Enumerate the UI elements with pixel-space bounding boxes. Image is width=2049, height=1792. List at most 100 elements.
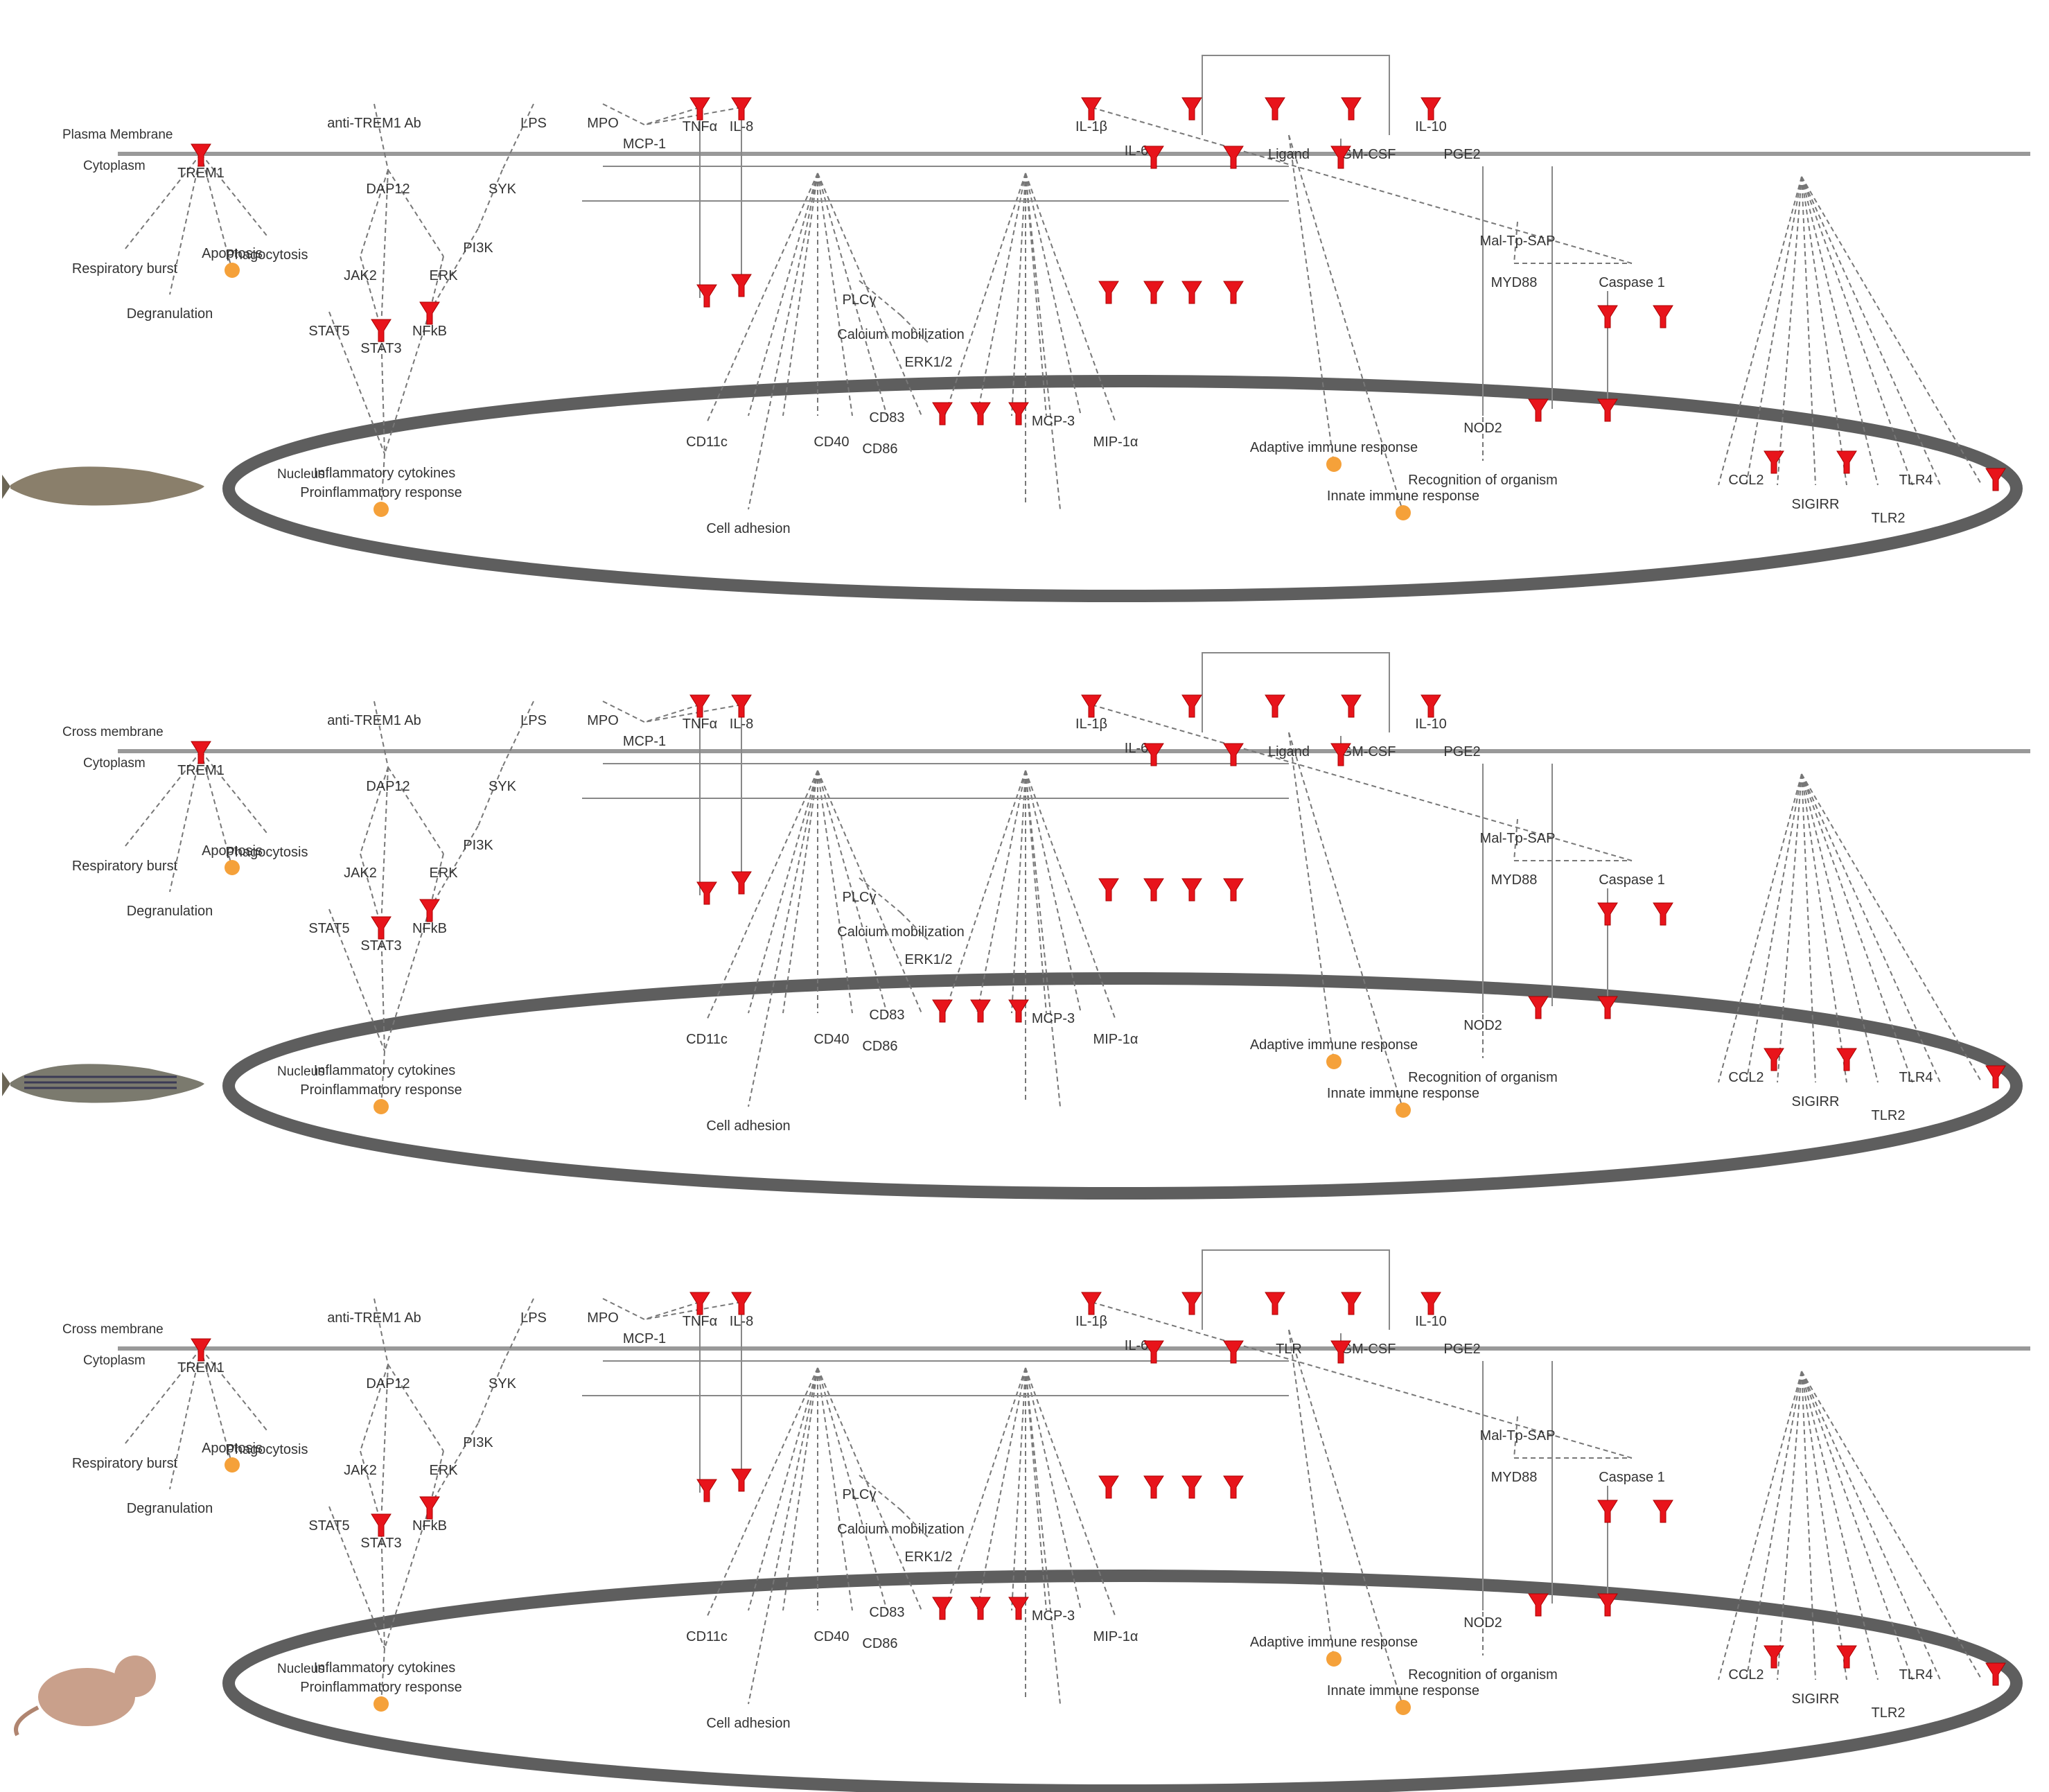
node-label: STAT5	[308, 1518, 349, 1534]
interaction-edge	[817, 173, 922, 416]
regulated-gene-marker	[1143, 146, 1164, 169]
node-label: anti-TREM1 Ab	[327, 116, 421, 131]
interaction-edge	[502, 103, 534, 170]
node-label: CD11c	[686, 1629, 728, 1644]
interaction-edge	[1025, 770, 1047, 1014]
node-label: Adaptive immune response	[1250, 440, 1418, 455]
node-mal: Mal-Tp-SAP	[1480, 234, 1556, 249]
node-label: TLR4	[1899, 1070, 1933, 1085]
regulated-gene-marker	[696, 284, 717, 308]
interaction-edge	[1801, 176, 1879, 486]
interaction-edge	[200, 153, 267, 236]
interaction-edge	[817, 173, 888, 416]
mouse-icon	[14, 1655, 156, 1737]
node-calcium: Calcium mobilization	[837, 1522, 964, 1537]
node-label: CD40	[814, 1032, 849, 1047]
node-label: Innate immune response	[1327, 1086, 1479, 1101]
interaction-edge	[1513, 1416, 1518, 1459]
compartment-label: Nucleus	[277, 467, 325, 482]
node-label: GM-CSF	[1342, 1342, 1396, 1357]
regulated-gene-marker	[1181, 878, 1202, 902]
node-label: MCP-1	[623, 137, 666, 152]
node-label: JAK2	[344, 866, 377, 881]
node-label: IL-6	[1125, 1338, 1148, 1353]
node-label: IL-8	[730, 119, 753, 134]
interaction-edge	[900, 1509, 929, 1538]
node-erk12: ERK1/2	[905, 355, 953, 370]
node-ccl2: CCL2	[1728, 473, 1764, 488]
node-label: ERK1/2	[905, 355, 953, 370]
node-label: MIP-1α	[1093, 1629, 1138, 1644]
node-label: IL-10	[1415, 119, 1447, 134]
interaction-edge	[1801, 176, 1913, 486]
node-apoptosis: Apoptosis	[202, 843, 263, 875]
node-tnfa: TNFα	[683, 694, 717, 732]
interaction-edge	[380, 766, 389, 927]
node-label: MPO	[587, 713, 619, 728]
node-label: Respiratory burst	[72, 261, 178, 276]
node-il6: IL-6	[1125, 1338, 1148, 1353]
node-label: MIP-1α	[1093, 1032, 1138, 1047]
node-label: Caspase 1	[1599, 275, 1665, 290]
interaction-edge	[859, 877, 902, 913]
node-trem1-rec: TREM1	[177, 741, 225, 778]
interaction-edge	[380, 169, 389, 330]
node-tlr4: TLR4	[1899, 473, 1933, 488]
regulated-gene-marker	[932, 999, 953, 1023]
compartment-label: Cytoplasm	[83, 756, 146, 771]
interaction-edge	[360, 766, 389, 854]
interaction-edge	[817, 770, 853, 1014]
node-jak2: JAK2	[344, 1463, 377, 1478]
node-syk: SYK	[489, 779, 517, 794]
regulated-gene-marker	[1223, 1475, 1244, 1499]
function-node-marker	[373, 502, 389, 517]
nucleus-boundary	[222, 1570, 2023, 1792]
node-calcium: Calcium mobilization	[837, 327, 964, 342]
interaction-edge	[429, 853, 444, 910]
node-label: Respiratory burst	[72, 1456, 178, 1471]
node-nfkb: NFkB	[412, 899, 447, 936]
node-label: LPS	[520, 713, 547, 728]
interaction-edge	[817, 770, 888, 1014]
node-skirr: SIGIRR	[1792, 1692, 1840, 1707]
interaction-edge	[1801, 773, 1816, 1083]
regulated-gene-marker	[1143, 281, 1164, 304]
node-label: CD86	[862, 441, 897, 457]
node-label: Proinflammatory response	[300, 1680, 461, 1695]
node-burst: Respiratory burst	[72, 261, 178, 276]
interaction-edge	[748, 770, 818, 1014]
regulated-gene-marker	[1597, 1500, 1618, 1523]
node-apoptosis: Apoptosis	[202, 246, 263, 278]
regulated-gene-marker	[1597, 902, 1618, 926]
regulated-gene-marker	[1653, 902, 1673, 926]
node-label: Caspase 1	[1599, 872, 1665, 888]
node-label: IL-6	[1125, 143, 1148, 159]
interaction-edge	[1745, 1371, 1802, 1680]
node-label: STAT3	[360, 938, 401, 954]
compartment-label: Nucleus	[277, 1064, 325, 1079]
regulated-gene-marker	[1181, 1292, 1202, 1315]
interaction-edge	[1801, 176, 1847, 486]
regulated-gene-marker	[1265, 97, 1285, 121]
interaction-edge	[942, 770, 1026, 1021]
interaction-edge	[200, 1348, 233, 1466]
node-label: Cell adhesion	[706, 1118, 790, 1134]
node-tnfa: TNFα	[683, 97, 717, 134]
node-nfkb: NFkB	[412, 301, 447, 339]
interaction-edge	[328, 1506, 385, 1649]
node-label: DAP12	[366, 779, 410, 794]
node-stat5: STAT5	[308, 324, 349, 339]
node-label: PLCγ	[843, 890, 877, 905]
interaction-edge	[1801, 773, 1982, 1083]
interaction-edge	[380, 1648, 385, 1705]
interaction-edge	[360, 1364, 389, 1452]
medaka-fish-icon	[2, 466, 204, 506]
node-label: Apoptosis	[202, 246, 263, 261]
regulated-gene-marker	[1836, 1645, 1857, 1669]
node-apoptosis: Apoptosis	[202, 1441, 263, 1473]
regulated-gene-marker	[970, 402, 991, 425]
node-label: Ligand	[1268, 744, 1310, 759]
interaction-edge	[859, 280, 902, 316]
regulated-gene-marker	[1265, 1292, 1285, 1315]
node-label: CD40	[814, 1629, 849, 1644]
